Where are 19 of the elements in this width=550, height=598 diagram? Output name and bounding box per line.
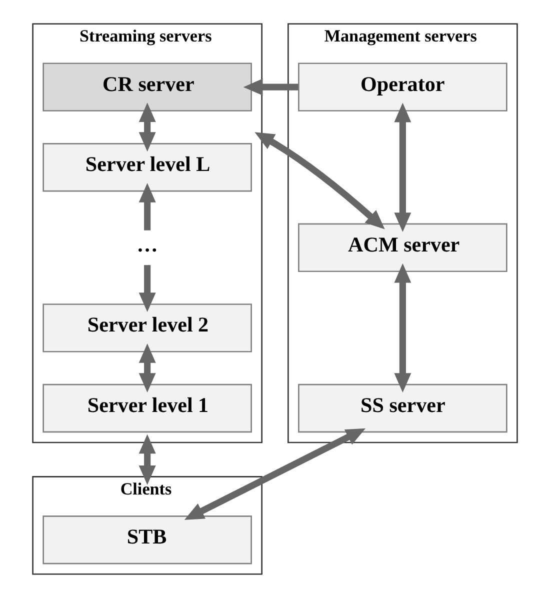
arrow <box>138 182 156 230</box>
node-box: Server level L <box>42 143 252 192</box>
node-box: CR server <box>42 62 252 112</box>
arrow <box>394 263 412 393</box>
arrow <box>394 102 412 232</box>
arrow <box>138 344 156 392</box>
arrow <box>243 78 298 96</box>
arrow <box>254 132 385 230</box>
arrow <box>184 428 366 520</box>
node-text: … <box>136 232 158 256</box>
node-box: ACM server <box>298 223 508 272</box>
arrow <box>138 102 156 152</box>
node-box: Server level 1 <box>42 384 252 433</box>
arrow <box>138 265 156 312</box>
arrow <box>138 434 156 485</box>
node-box: Server level 2 <box>42 304 252 352</box>
node-box: SS server <box>298 384 508 433</box>
node-box: STB <box>42 516 252 564</box>
node-box: Operator <box>298 62 508 112</box>
